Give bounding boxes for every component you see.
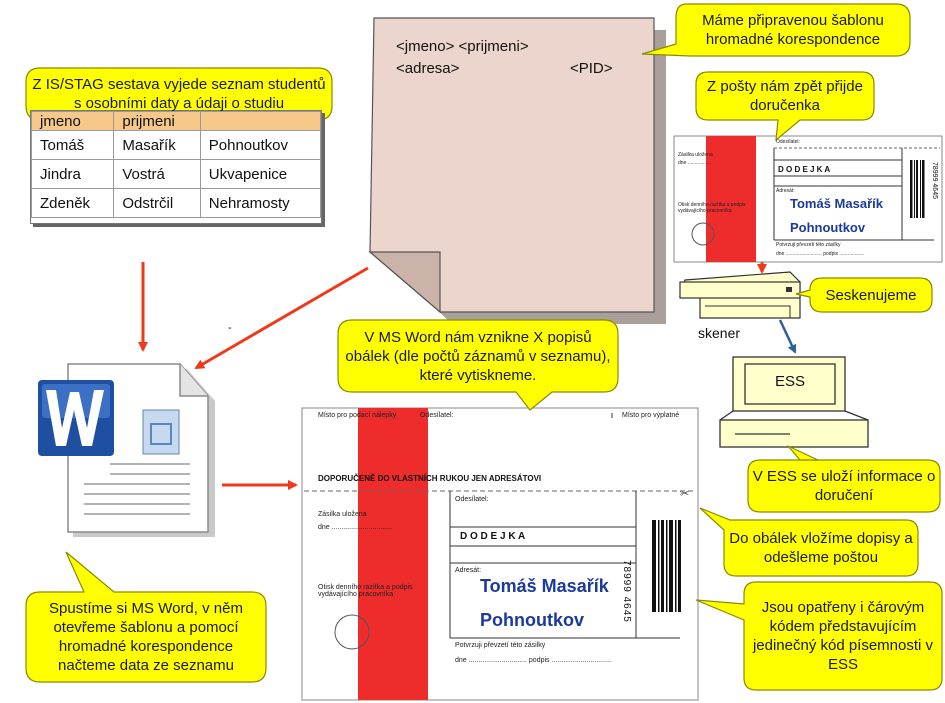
table-cell: Ukvapenice: [199, 159, 322, 189]
table-cell: Tomáš: [30, 130, 115, 160]
arrow-template-to-word: [194, 266, 369, 370]
callout-barcode-shape: [695, 581, 943, 691]
ms-word-icon: [38, 363, 215, 537]
table-header-cell: jmeno: [30, 111, 115, 131]
template-line-2: <adresa>: [396, 60, 460, 77]
table-row: Jindra Vostrá Ukvapenice: [30, 159, 322, 189]
ess-computer-icon: [719, 356, 869, 448]
table-cell: Zdeněk: [30, 188, 115, 218]
table-cell: Masařík: [113, 130, 201, 160]
receipt-recipient-town: Pohnoutkov: [790, 220, 866, 235]
receipt-barcode: [910, 160, 925, 218]
envelope-misto-podaci: Místo pro podací nálepky: [318, 412, 397, 419]
callout-msword-shape: [25, 551, 267, 683]
delivery-receipt: [673, 135, 943, 263]
callout-scan: Seskenujeme: [825, 286, 917, 304]
callout-template: Máme připravenou šablonu hromadné koresp…: [702, 12, 884, 48]
table-cell: Vostrá: [113, 159, 201, 189]
envelope-zasilka: Zásilka uložena: [318, 511, 367, 518]
envelope-dne-podpis: dne .............................. podpi…: [455, 657, 612, 664]
callout-ess: V ESS se uloží informace o doručení: [752, 468, 936, 504]
envelope-odesilatel-2: Odesílatel:: [455, 496, 489, 503]
table-cell: Jindra: [30, 159, 115, 189]
envelope-label: ✂: [301, 407, 699, 701]
receipt-dne-podpis: dne .......................... podpis ..…: [776, 251, 865, 257]
template-line-1: <jmeno> <prijmeni>: [396, 38, 529, 55]
envelope-recipient-town: Pohnoutkov: [480, 610, 584, 630]
arrow-scanner-to-ess: [778, 319, 797, 354]
scanner-label: skener: [698, 325, 741, 341]
envelope-dodejka: D O D E J K A: [460, 531, 526, 542]
callout-envelope: Do obálek vložíme dopisy a odešleme pošt…: [729, 530, 913, 566]
stray-mark: -: [228, 322, 232, 334]
callout-word: V MS Word nám vznikne X popisů obálek (d…: [345, 328, 611, 384]
callout-ess-shape: [747, 459, 941, 513]
receipt-otisk: Otisk denního razítka a podpis vydávajíc…: [678, 202, 746, 214]
callout-posta: Z pošty nám zpět přijde doručenka: [707, 78, 863, 114]
envelope-adresat: Adresát:: [455, 567, 482, 574]
callout-scan-shape: [795, 277, 933, 313]
student-table-panel: jmeno prijmeni Tomáš Masařík Pohnoutkov …: [30, 110, 322, 224]
student-table: jmeno prijmeni Tomáš Masařík Pohnoutkov …: [30, 111, 322, 218]
envelope-otisk: Otisk denního razítka a podpis vydávajíc…: [318, 584, 413, 598]
callout-posta-shape: [695, 71, 875, 142]
table-row: Tomáš Masařík Pohnoutkov: [30, 130, 322, 160]
callout-msword: Spustíme si MS Word, v něm otevřeme šabl…: [49, 600, 243, 674]
scanner-icon: [679, 271, 801, 319]
callout-envelope-shape: [699, 507, 919, 577]
template-document: [368, 17, 666, 324]
envelope-dne: dne ...............................: [318, 524, 392, 531]
table-cell: Pohnoutkov: [199, 130, 322, 160]
envelope-recipient-name: Tomáš Masařík: [480, 576, 609, 596]
envelope-misto-vyplatne: Místo pro výplatné: [622, 412, 680, 419]
receipt-zasilka: Zásilka uložena: [678, 152, 713, 158]
receipt-potvrzuji: Potvrzuji převzetí této zásilky: [776, 242, 841, 248]
receipt-recipient-name: Tomáš Masařík: [790, 196, 883, 211]
envelope-potvrzuji: Potvrzuji převzetí této zásilky: [455, 642, 546, 649]
template-pid: <PID>: [570, 60, 613, 77]
callout-stag: Z IS/STAG sestava vyjede seznam studentů…: [32, 76, 326, 112]
scissors-icon: ✂: [680, 487, 689, 500]
table-row: Zdeněk Odstrčil Nehramosty: [30, 188, 322, 218]
envelope-odesilatel: Odesílatel:: [420, 412, 454, 419]
table-cell: Nehramosty: [199, 188, 322, 218]
callout-barcode: Jsou opatřeny i čárovým kódem představuj…: [752, 599, 934, 673]
receipt-dodejka: D O D E J K A: [778, 165, 831, 174]
receipt-barcode-number: 78999 4645: [931, 162, 938, 199]
callout-word-shape: [337, 319, 619, 411]
callout-template-shape: [641, 3, 911, 57]
envelope-barcode: [652, 520, 681, 612]
ess-label: ESS: [775, 373, 806, 390]
table-cell: Odstrčil: [113, 188, 201, 218]
envelope-doporucene: DOPORUČENĚ DO VLASTNÍCH RUKOU JEN ADRESÁ…: [318, 474, 542, 483]
receipt-odesilatel: Odesílatel:: [776, 139, 800, 145]
flow-arrows: [138, 252, 767, 490]
receipt-adresat: Adresát:: [776, 188, 795, 194]
receipt-dne: dne .................: [678, 160, 712, 166]
envelope-barcode-number: 78999 4645: [621, 560, 632, 623]
